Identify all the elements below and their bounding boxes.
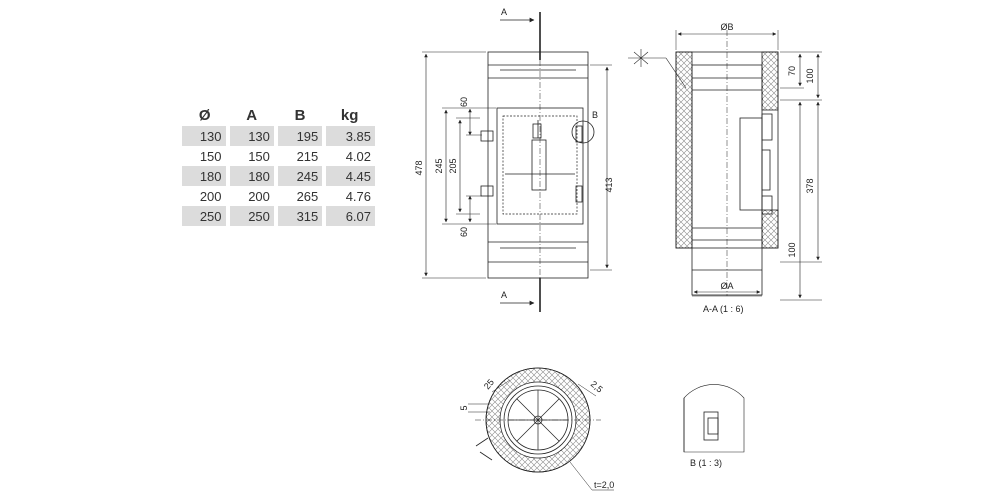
- detail-b-marker: B: [592, 110, 598, 120]
- header-kg: kg: [340, 106, 359, 124]
- handle-bottom: [575, 185, 583, 203]
- header-diameter: Ø: [198, 106, 211, 124]
- dim-378: 378: [805, 178, 815, 193]
- dim-100-top: 100: [805, 68, 815, 83]
- cell-b: 265: [273, 186, 325, 206]
- table-row: 250 250 315 6.07: [182, 206, 375, 226]
- dim-top-offset: 60: [459, 97, 469, 107]
- cell-diameter: 200: [199, 188, 222, 204]
- cell-kg: 6.07: [322, 206, 375, 226]
- header-a: A: [246, 106, 258, 124]
- spec-table: Ø A B kg 130 130 195 3.85 150 150 215 4.…: [182, 104, 375, 226]
- detail-b-circle: [571, 120, 595, 144]
- cell-kg: 4.76: [322, 186, 375, 206]
- dim-outer-diameter: ØB: [720, 22, 733, 32]
- table-header-row: Ø A B kg: [182, 104, 375, 126]
- cell-b: 315: [273, 206, 325, 226]
- cell-b: 195: [273, 126, 325, 146]
- dim-door-height: 413: [604, 177, 614, 192]
- dim-inner-diameter: ØA: [720, 281, 733, 291]
- cell-b: 215: [273, 146, 325, 166]
- cell-kg: 4.45: [322, 166, 375, 186]
- inspection-door: [496, 107, 584, 225]
- plan-view: 5 25 2,5 t=2,0: [459, 367, 614, 491]
- dim-70: 70: [787, 66, 797, 76]
- header-b: B: [294, 106, 306, 124]
- cell-diameter: 250: [182, 206, 228, 226]
- dim-wall: 2,5: [589, 379, 605, 395]
- cell-a: 150: [225, 146, 276, 166]
- cell-b: 245: [273, 166, 325, 186]
- cell-diameter: 130: [182, 126, 228, 146]
- dim-thickness: t=2,0: [594, 480, 614, 490]
- pipe-body: [487, 51, 589, 279]
- section-caption: A-A (1 : 6): [703, 304, 744, 314]
- table-row: 130 130 195 3.85: [182, 126, 375, 146]
- cell-a: 130: [225, 126, 276, 146]
- hinge-bottom: [480, 185, 494, 197]
- dim-gap: 5: [459, 405, 469, 410]
- section-view: ØB ØA 70 100 378 100 A-A (1 : 6): [628, 22, 822, 314]
- cell-kg: 4.02: [322, 146, 375, 166]
- dim-100-bottom: 100: [787, 242, 797, 257]
- detail-caption: B (1 : 3): [690, 458, 722, 468]
- table-row: 180 180 245 4.45: [182, 166, 375, 186]
- front-view: A A B 478: [414, 7, 614, 312]
- section-marker-top: A: [501, 7, 507, 17]
- dim-insulation: 25: [482, 377, 496, 391]
- insulation-leader: [628, 49, 687, 89]
- table-row: 150 150 215 4.02: [182, 146, 375, 166]
- detail-view: B (1 : 3): [683, 384, 745, 468]
- cell-kg: 3.85: [322, 126, 375, 146]
- cell-diameter: 180: [182, 166, 228, 186]
- table-row: 200 200 265 4.76: [182, 186, 375, 206]
- cell-a: 250: [225, 206, 276, 226]
- dim-opening-inner: 205: [448, 158, 458, 173]
- hinge-top: [480, 130, 494, 142]
- cell-a: 180: [225, 166, 276, 186]
- cell-diameter: 150: [199, 148, 222, 164]
- cell-a: 200: [225, 186, 276, 206]
- dim-bottom-offset: 60: [459, 227, 469, 237]
- dim-opening-outer: 245: [434, 158, 444, 173]
- dim-overall-height: 478: [414, 160, 424, 175]
- section-marker-bottom: A: [501, 290, 507, 300]
